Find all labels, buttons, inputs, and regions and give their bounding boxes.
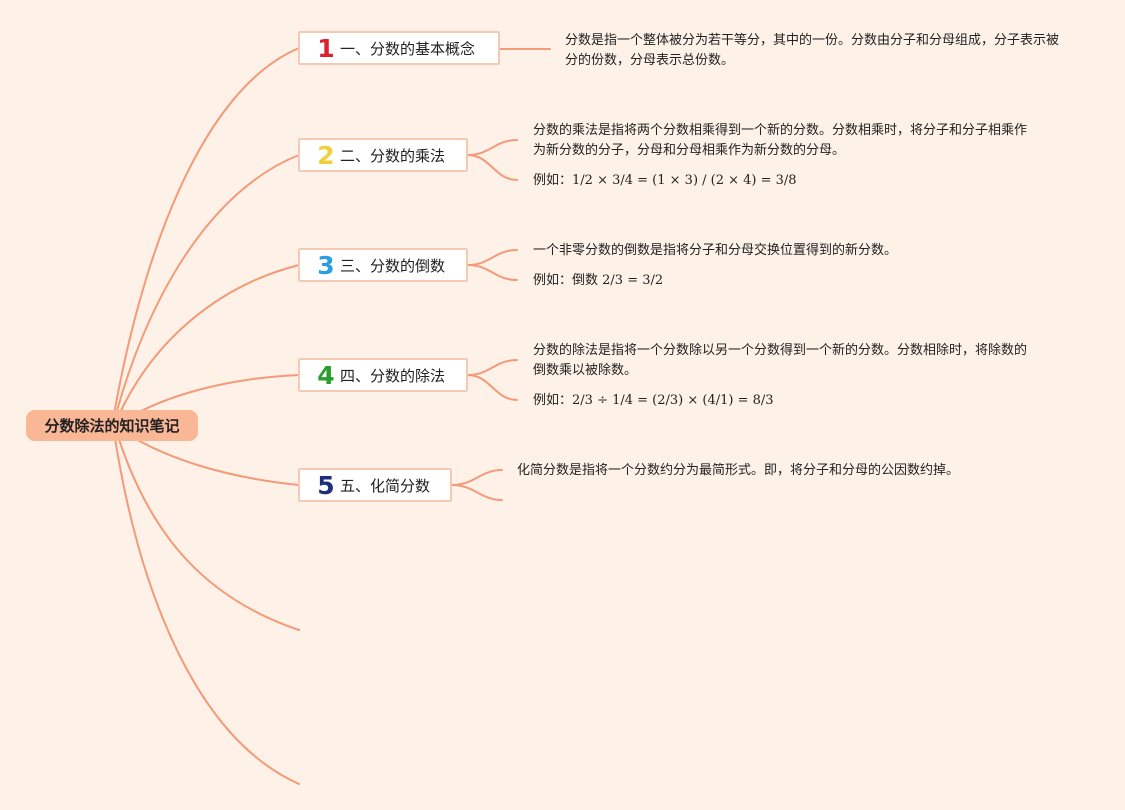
- topic-2-title: 二、分数的乘法: [340, 146, 446, 165]
- connector-topic-5-extra: [451, 484, 503, 501]
- connector-root-topic-1: [111, 47, 300, 427]
- topic-2-example-value: 1/2 × 3/4 = (1 × 3) / (2 × 4) = 3/8: [572, 173, 797, 188]
- topic-3-title: 三、分数的倒数: [340, 256, 446, 275]
- topic-2-note: 分数的乘法是指将两个分数相乘得到一个新的分数。分数相乘时，将分子和分子相乘作为新…: [533, 123, 1028, 158]
- topic-1-note: 分数是指一个整体被分为若干等分，其中的一份。分数由分子和分母组成，分子表示被分的…: [565, 33, 1060, 68]
- connector-topic-2-example: [467, 154, 518, 181]
- topic-3-example: 例如：倒数 2/3 = 3/2: [533, 271, 663, 291]
- topic-3-note: 一个非零分数的倒数是指将分子和分母交换位置得到的新分数。: [533, 243, 898, 258]
- connector-topic-2-note: [467, 139, 518, 156]
- connector-topic-3-note: [467, 249, 518, 266]
- number-2-icon: 2: [317, 140, 335, 170]
- root-node[interactable]: 分数除法的知识笔记: [26, 410, 198, 441]
- connector-topic-3-example: [467, 264, 518, 281]
- topic-2-example-label: 例如：: [533, 173, 573, 188]
- root-label: 分数除法的知识笔记: [44, 417, 180, 435]
- topic-4-example: 例如：2/3 ÷ 1/4 = (2/3) × (4/1) = 8/3: [533, 391, 774, 411]
- topic-node-4[interactable]: 4 四、分数的除法: [298, 358, 468, 392]
- topic-3-example-label: 例如：倒数: [533, 273, 599, 288]
- connector-root-topic-2: [112, 154, 300, 427]
- topic-5-note: 化简分数是指将一个分数约分为最简形式。即，将分子和分母的公因数约掉。: [517, 463, 960, 478]
- topic-node-2[interactable]: 2 二、分数的乘法: [298, 138, 468, 172]
- topic-2-example: 例如：1/2 × 3/4 = (1 × 3) / (2 × 4) = 3/8: [533, 171, 797, 191]
- topic-4-example-value: 2/3 ÷ 1/4 = (2/3) × (4/1) = 8/3: [572, 393, 774, 408]
- connector-root-empty-2: [113, 431, 300, 785]
- connector-root-empty-1: [115, 429, 300, 631]
- connector-topic-4-note: [467, 359, 518, 376]
- topic-4-example-label: 例如：: [533, 393, 573, 408]
- topic-node-1[interactable]: 1 一、分数的基本概念: [298, 31, 500, 65]
- topic-node-3[interactable]: 3 三、分数的倒数: [298, 248, 468, 282]
- connector-root-topic-3: [113, 264, 300, 427]
- topic-4-title: 四、分数的除法: [340, 366, 446, 385]
- number-1-icon: 1: [317, 33, 335, 63]
- number-4-icon: 4: [317, 360, 335, 390]
- connector-topic-5-note: [451, 469, 503, 486]
- topic-1-title: 一、分数的基本概念: [340, 39, 476, 58]
- topic-3-example-value: 2/3 = 3/2: [602, 273, 664, 288]
- number-5-icon: 5: [317, 470, 335, 500]
- number-3-icon: 3: [317, 250, 335, 280]
- connector-topic-4-example: [467, 374, 518, 401]
- topic-4-note: 分数的除法是指将一个分数除以另一个分数得到一个新的分数。分数相除时，将除数的倒数…: [533, 343, 1028, 378]
- topic-5-title: 五、化简分数: [340, 476, 431, 495]
- topic-node-5[interactable]: 5 五、化简分数: [298, 468, 452, 502]
